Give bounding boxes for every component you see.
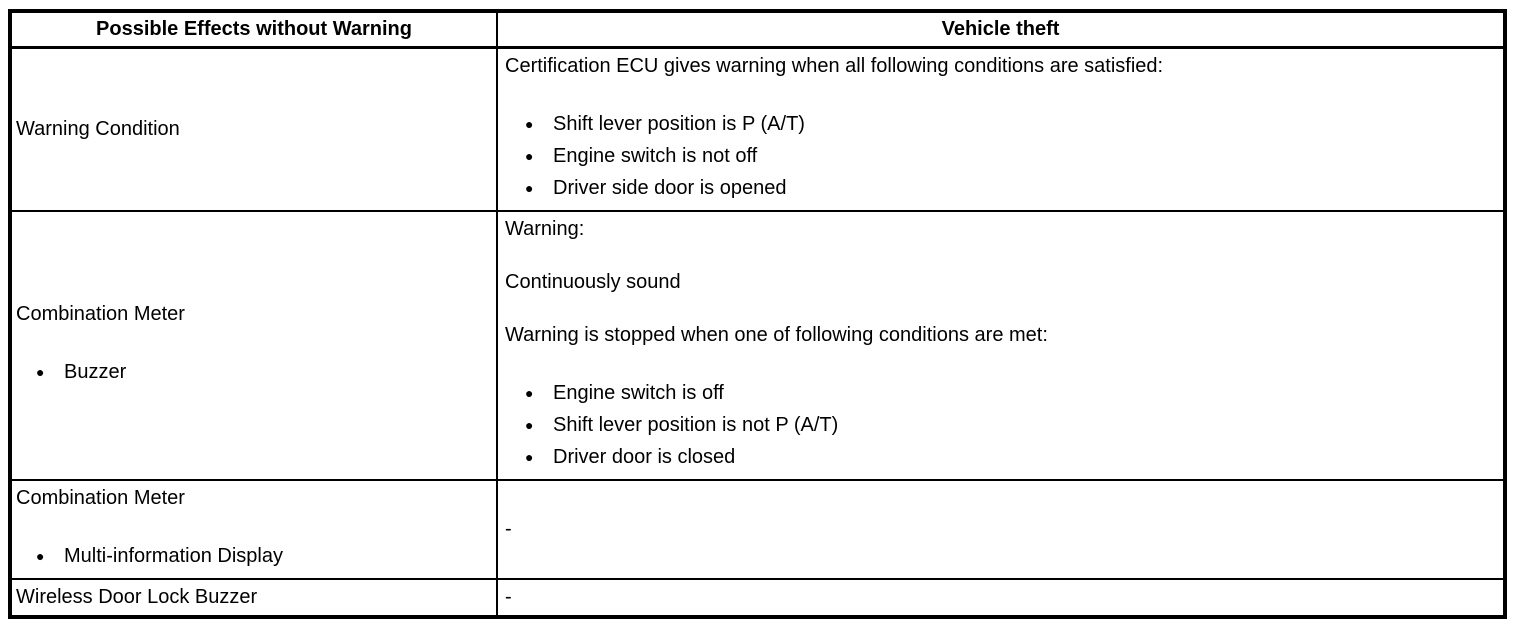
table-row-wireless-door-lock-buzzer: Wireless Door Lock Buzzer - [9,578,1506,618]
buzzer-label-cell: Combination Meter ● Buzzer [9,210,498,481]
table-header-row: Possible Effects without Warning Vehicle… [9,10,1506,49]
list-item: ● Shift lever position is P (A/T) [525,108,1497,140]
column-header-vehicle-theft: Vehicle theft [496,10,1506,49]
buzzer-stop-intro: Warning is stopped when one of following… [505,324,1048,346]
empty-value: - [505,518,512,540]
list-item: ● Driver door is closed [525,441,1497,473]
stop-condition-text: Shift lever position is not P (A/T) [553,414,839,436]
stop-condition-text: Driver door is closed [553,446,736,468]
buzzer-stop-condition-list: ● Engine switch is off ● Shift lever pos… [505,377,1497,473]
bullet-icon: ● [525,449,534,465]
bullet-icon: ● [525,417,534,433]
multi-info-sublabel-list: ● Multi-information Display [16,540,490,572]
table-row-multi-information-display: Combination Meter ● Multi-information Di… [9,479,1506,580]
list-item: ● Engine switch is not off [525,140,1497,172]
list-item: ● Engine switch is off [525,377,1497,409]
list-item: ● Buzzer [36,356,490,388]
warning-condition-list: ● Shift lever position is P (A/T) ● Engi… [505,108,1497,204]
bullet-icon: ● [525,385,534,401]
empty-value: - [505,586,512,608]
buzzer-warning-sound: Continuously sound [505,271,681,293]
multi-info-label: Combination Meter [16,487,185,509]
table-row-combination-meter-buzzer: Combination Meter ● Buzzer Warning: Cont… [9,210,1506,481]
buzzer-content-cell: Warning: Continuously sound Warning is s… [496,210,1506,481]
list-item: ● Multi-information Display [36,540,490,572]
warning-condition-content-cell: Certification ECU gives warning when all… [496,46,1506,212]
multi-info-label-cell: Combination Meter ● Multi-information Di… [9,479,498,580]
possible-effects-table: Possible Effects without Warning Vehicle… [8,9,1507,619]
buzzer-label: Combination Meter [16,303,185,325]
bullet-icon: ● [36,364,45,380]
condition-text: Engine switch is not off [553,144,758,167]
list-item: ● Driver side door is opened [525,172,1497,204]
list-item: ● Shift lever position is not P (A/T) [525,409,1497,441]
warning-condition-label: Warning Condition [16,117,180,140]
wireless-label: Wireless Door Lock Buzzer [16,586,258,608]
buzzer-sublabel: Buzzer [64,361,127,383]
multi-info-content-cell: - [496,479,1506,580]
bullet-icon: ● [36,548,45,564]
table-row-warning-condition: Warning Condition Certification ECU give… [9,46,1506,212]
bullet-icon: ● [525,147,534,164]
warning-condition-label-cell: Warning Condition [9,46,498,212]
buzzer-warning-title: Warning: [505,218,585,240]
bullet-icon: ● [525,115,534,132]
condition-text: Shift lever position is P (A/T) [553,112,805,135]
wireless-content-cell: - [496,578,1506,618]
stop-condition-text: Engine switch is off [553,382,724,404]
bullet-icon: ● [525,179,534,196]
column-header-possible-effects: Possible Effects without Warning [9,10,498,49]
condition-text: Driver side door is opened [553,176,787,199]
buzzer-sublabel-list: ● Buzzer [16,356,490,388]
warning-condition-intro: Certification ECU gives warning when all… [505,54,1164,77]
wireless-label-cell: Wireless Door Lock Buzzer [9,578,498,618]
multi-info-sublabel: Multi-information Display [64,545,283,567]
